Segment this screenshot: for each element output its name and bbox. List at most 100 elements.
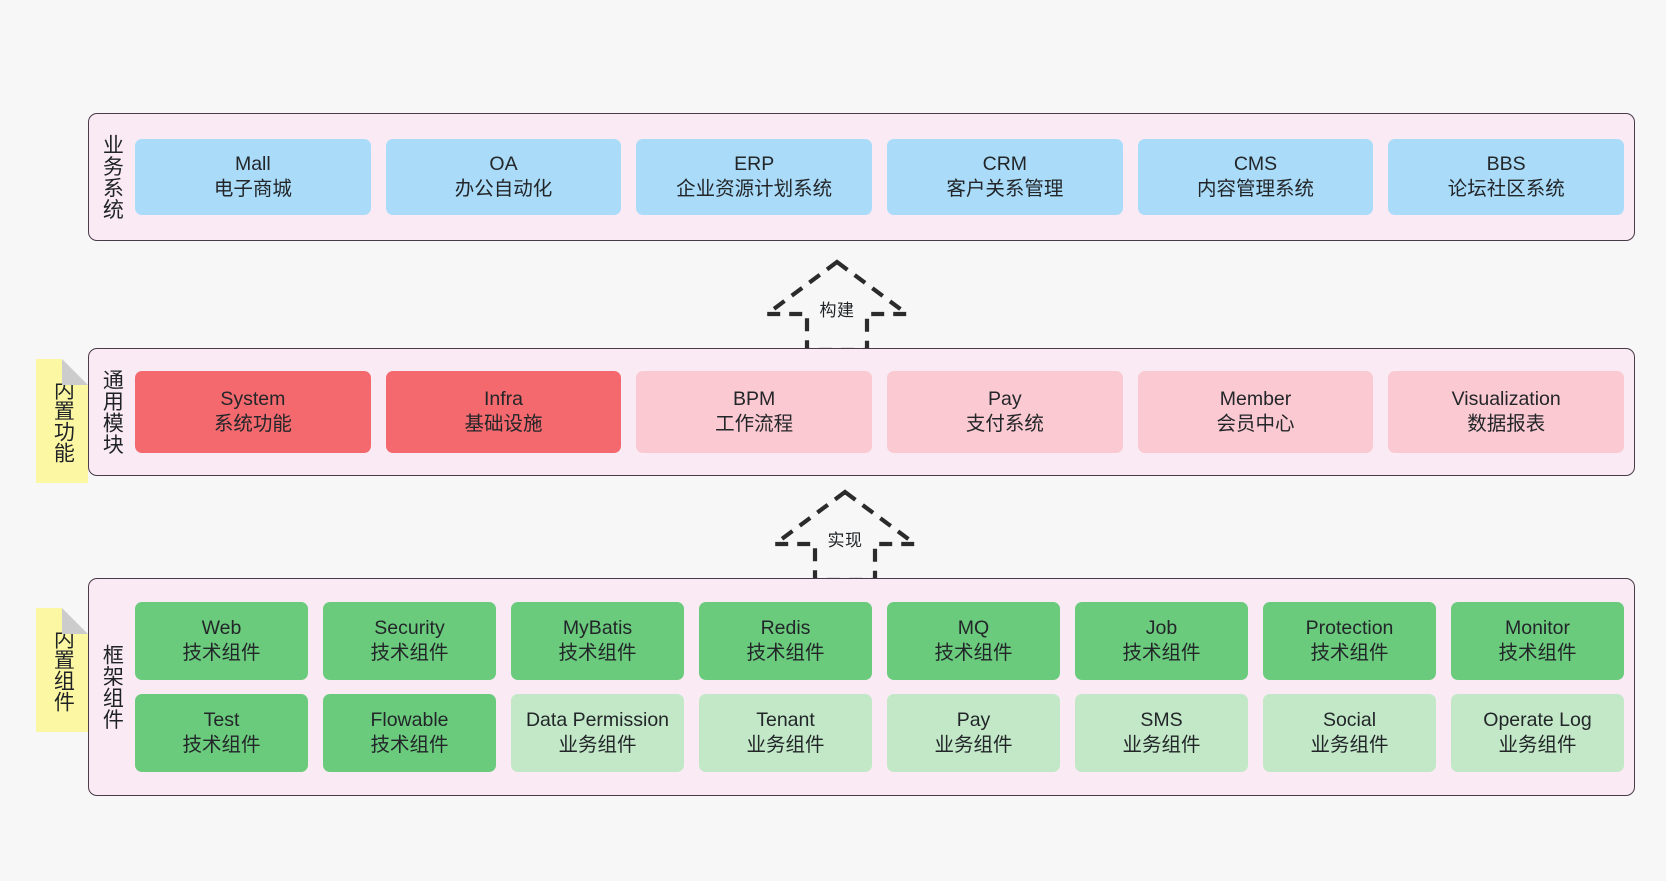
card-title: Monitor [1504,617,1571,640]
sticky-note-builtin-component: 内置组件 [36,608,88,732]
card-subtitle: 技术组件 [182,642,261,664]
card-subtitle: 工作流程 [715,413,794,435]
card-mq[interactable]: MQ 技术组件 [887,602,1060,680]
card-mybatis[interactable]: MyBatis 技术组件 [511,602,684,680]
card-row: Test 技术组件 Flowable 技术组件 Data Permission … [135,694,1624,772]
card-social[interactable]: Social 业务组件 [1263,694,1436,772]
card-subtitle: 业务组件 [1122,734,1201,756]
card-web[interactable]: Web 技术组件 [135,602,308,680]
card-subtitle: 技术组件 [370,642,449,664]
card-title: Test [203,709,240,732]
card-subtitle: 企业资源计划系统 [676,178,833,200]
card-subtitle: 技术组件 [746,642,825,664]
card-mall[interactable]: Mall 电子商城 [135,139,371,215]
card-title: MyBatis [562,617,633,640]
card-subtitle: 技术组件 [1498,642,1577,664]
card-oa[interactable]: OA 办公自动化 [385,139,622,215]
layer-body-common: System 系统功能 Infra 基础设施 BPM 工作流程 Pay 支付系统… [133,349,1634,475]
layer-body-framework: Web 技术组件 Security 技术组件 MyBatis 技术组件 Redi… [133,579,1634,795]
card-sms[interactable]: SMS 业务组件 [1075,694,1248,772]
card-title: Data Permission [525,709,670,732]
card-operate-log[interactable]: Operate Log 业务组件 [1451,694,1624,772]
card-subtitle: 客户关系管理 [946,178,1064,200]
card-bpm[interactable]: BPM 工作流程 [636,371,873,453]
card-title: Mall [234,153,271,176]
card-job[interactable]: Job 技术组件 [1075,602,1248,680]
card-title: MQ [957,617,990,640]
card-title: Pay [956,709,991,732]
card-title: System [220,388,286,411]
card-subtitle: 业务组件 [1498,734,1577,756]
card-subtitle: 会员中心 [1216,413,1295,435]
card-monitor[interactable]: Monitor 技术组件 [1451,602,1624,680]
card-title: BPM [733,388,776,411]
card-title: Job [1145,617,1178,640]
card-title: BBS [1486,153,1526,176]
card-subtitle: 内容管理系统 [1197,178,1315,200]
card-erp[interactable]: ERP 企业资源计划系统 [636,139,873,215]
card-title: Pay [988,388,1022,411]
card-subtitle: 论坛社区系统 [1447,178,1565,200]
card-subtitle: 办公自动化 [454,178,553,200]
card-system[interactable]: System 系统功能 [135,371,371,453]
card-row: System 系统功能 Infra 基础设施 BPM 工作流程 Pay 支付系统… [135,371,1625,453]
card-title: Redis [760,617,811,640]
card-subtitle: 系统功能 [213,413,292,435]
card-data-permission[interactable]: Data Permission 业务组件 [511,694,684,772]
card-subtitle: 支付系统 [965,413,1044,435]
layer-framework-components: 框架组件 Web 技术组件 Security 技术组件 MyBatis 技术组件… [88,578,1635,796]
layer-common-modules: 通用模块 System 系统功能 Infra 基础设施 BPM 工作流程 Pay… [88,348,1635,476]
card-title: CRM [982,153,1028,176]
card-title: Visualization [1451,388,1561,411]
card-flowable[interactable]: Flowable 技术组件 [323,694,496,772]
implement-arrow-label: 实现 [827,531,863,550]
layer-body-business: Mall 电子商城 OA 办公自动化 ERP 企业资源计划系统 CRM 客户关系… [133,114,1634,240]
card-title: Infra [483,388,524,411]
card-subtitle: 业务组件 [1310,734,1389,756]
card-test[interactable]: Test 技术组件 [135,694,308,772]
card-title: Flowable [370,709,449,732]
card-title: Security [374,617,445,640]
card-subtitle: 电子商城 [213,178,292,200]
layer-business-systems: 业务系统 Mall 电子商城 OA 办公自动化 ERP 企业资源计划系统 CRM… [88,113,1635,241]
card-title: Social [1322,709,1377,732]
card-subtitle: 技术组件 [182,734,261,756]
card-title: Web [201,617,242,640]
card-infra[interactable]: Infra 基础设施 [385,371,622,453]
card-pay[interactable]: Pay 支付系统 [887,371,1123,453]
card-title: Tenant [756,709,815,732]
card-title: OA [489,153,518,176]
card-redis[interactable]: Redis 技术组件 [699,602,872,680]
layer-title-common: 通用模块 [100,369,124,455]
card-crm[interactable]: CRM 客户关系管理 [887,139,1123,215]
card-title: Member [1219,388,1292,411]
card-protection[interactable]: Protection 技术组件 [1263,602,1436,680]
card-security[interactable]: Security 技术组件 [323,602,496,680]
card-bbs[interactable]: BBS 论坛社区系统 [1388,139,1625,215]
card-row: Mall 电子商城 OA 办公自动化 ERP 企业资源计划系统 CRM 客户关系… [135,139,1625,215]
card-title: SMS [1140,709,1183,732]
card-subtitle: 技术组件 [370,734,449,756]
card-visualization[interactable]: Visualization 数据报表 [1388,371,1625,453]
card-member[interactable]: Member 会员中心 [1137,371,1374,453]
card-pay-business[interactable]: Pay 业务组件 [887,694,1060,772]
build-arrow: 构建 [760,258,914,354]
card-subtitle: 基础设施 [464,413,543,435]
card-cms[interactable]: CMS 内容管理系统 [1137,139,1374,215]
card-subtitle: 技术组件 [934,642,1013,664]
layer-title-business: 业务系统 [100,134,124,220]
implement-arrow: 实现 [768,488,922,584]
build-arrow-label: 构建 [819,301,855,320]
card-title: CMS [1233,153,1278,176]
card-subtitle: 技术组件 [1310,642,1389,664]
card-title: ERP [734,153,775,176]
card-subtitle: 技术组件 [558,642,637,664]
card-row: Web 技术组件 Security 技术组件 MyBatis 技术组件 Redi… [135,602,1624,680]
card-subtitle: 业务组件 [934,734,1013,756]
card-title: Operate Log [1483,709,1592,732]
card-subtitle: 数据报表 [1467,413,1546,435]
card-tenant[interactable]: Tenant 业务组件 [699,694,872,772]
layer-title-framework: 框架组件 [100,644,124,730]
card-title: Protection [1305,617,1394,640]
